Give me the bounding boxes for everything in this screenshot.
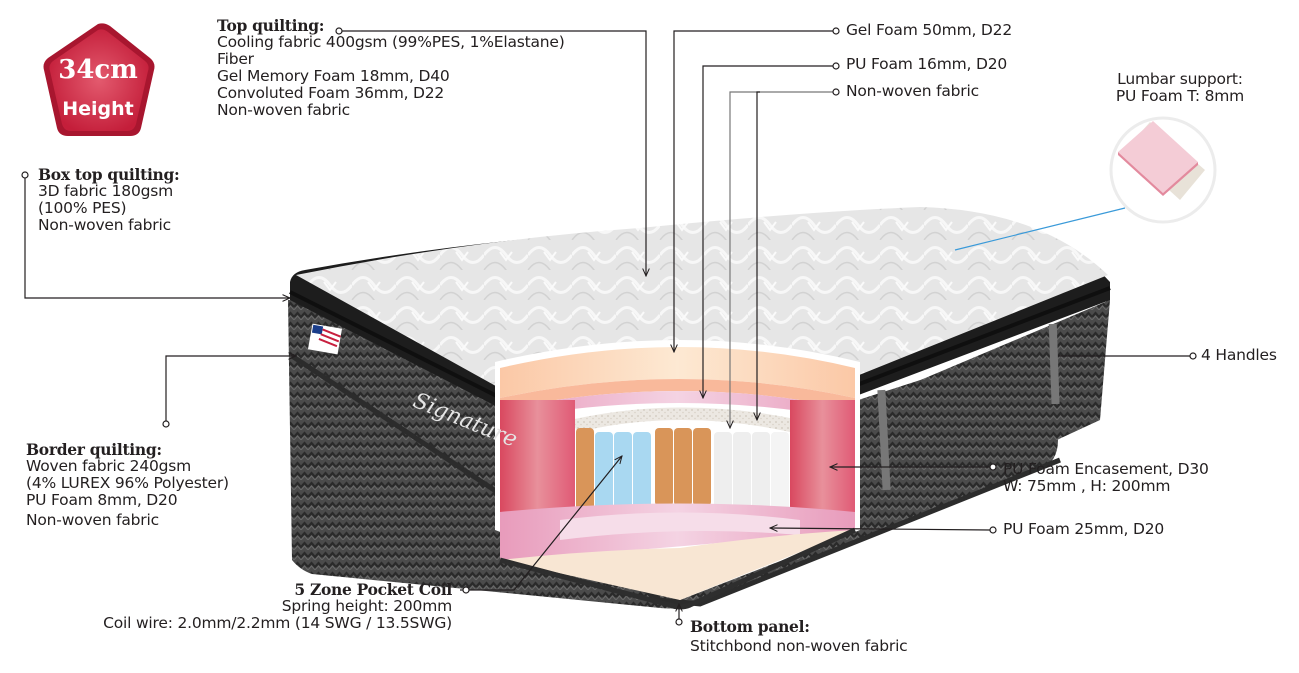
bottom-layer: [500, 530, 855, 600]
encasement-right: [790, 400, 855, 520]
lumbar-line: Lumbar support:: [1117, 70, 1243, 88]
border-title: Border quilting:: [26, 440, 162, 459]
brand-flag-label: [307, 323, 343, 355]
top-quilting-line: Cooling fabric 400gsm (99%PES, 1%Elastan…: [217, 33, 565, 51]
top-quilting-line: Gel Memory Foam 18mm, D40: [217, 67, 450, 85]
callout-pu-foam-25: PU Foam 25mm, D20: [1003, 520, 1165, 538]
border-line: (4% LUREX 96% Polyester): [26, 474, 229, 492]
box-top-line: 3D fabric 180gsm: [38, 182, 174, 200]
top-quilting-line: Non-woven fabric: [217, 101, 350, 119]
pocket-coil-line: Spring height: 200mm: [281, 597, 452, 615]
non-woven-layer: [570, 407, 800, 432]
cutaway-section: [495, 340, 860, 610]
callout-lumbar: Lumbar support: PU Foam T: 8mm: [1090, 71, 1270, 105]
pocket-coil-line: Coil wire: 2.0mm/2.2mm (14 SWG / 13.5SWG…: [103, 614, 452, 632]
callout-handles: 4 Handles: [1201, 346, 1277, 364]
badge-value: 34cm: [58, 55, 138, 85]
encasement-line: PU Foam Encasement, D30: [1003, 460, 1209, 478]
gel-foam-layer: [500, 347, 855, 398]
pocket-coil-title: 5 Zone Pocket Coil: [294, 580, 452, 599]
lumbar-line: PU Foam T: 8mm: [1115, 87, 1245, 105]
top-quilting-title: Top quilting:: [217, 16, 325, 35]
pocket-coils: [576, 428, 789, 510]
callout-border-quilting: Border quilting: Woven fabric 240gsm (4%…: [26, 441, 229, 529]
top-quilting-line: Fiber: [217, 50, 254, 68]
border-line: Woven fabric 240gsm: [26, 457, 192, 475]
border-line: Non-woven fabric: [26, 511, 159, 529]
bottom-panel-title: Bottom panel:: [690, 617, 810, 636]
callout-pu-foam-16: PU Foam 16mm, D20: [846, 55, 1008, 73]
callout-gel-foam: Gel Foam 50mm, D22: [846, 21, 1012, 39]
callout-encasement: PU Foam Encasement, D30 W: 75mm , H: 200…: [1003, 461, 1209, 495]
callout-pocket-coil: 5 Zone Pocket Coil Spring height: 200mm …: [20, 581, 452, 632]
callout-box-top-quilting: Box top quilting: 3D fabric 180gsm (100%…: [38, 165, 180, 234]
border-line: PU Foam 8mm, D20: [26, 491, 178, 509]
pu-foam-16-layer: [500, 391, 855, 420]
encasement-line: W: 75mm , H: 200mm: [1003, 477, 1171, 495]
badge-label: Height: [62, 98, 134, 120]
leader-dots: [21, 27, 1197, 626]
height-badge: [43, 23, 155, 136]
callout-non-woven: Non-woven fabric: [846, 82, 979, 100]
callout-bottom-panel: Bottom panel: Stitchbond non-woven fabri…: [690, 618, 908, 655]
bottom-panel-line: Stitchbond non-woven fabric: [690, 637, 908, 655]
box-top-title: Box top quilting:: [38, 165, 180, 184]
leader-lines: [24, 30, 1190, 620]
box-top-line: (100% PES): [38, 199, 127, 217]
callout-top-quilting: Top quilting: Cooling fabric 400gsm (99%…: [217, 17, 565, 119]
lumbar-leader-line: [954, 207, 1126, 251]
top-quilting-line: Convoluted Foam 36mm, D22: [217, 84, 445, 102]
box-top-line: Non-woven fabric: [38, 216, 171, 234]
lumbar-inset: [1109, 116, 1217, 224]
